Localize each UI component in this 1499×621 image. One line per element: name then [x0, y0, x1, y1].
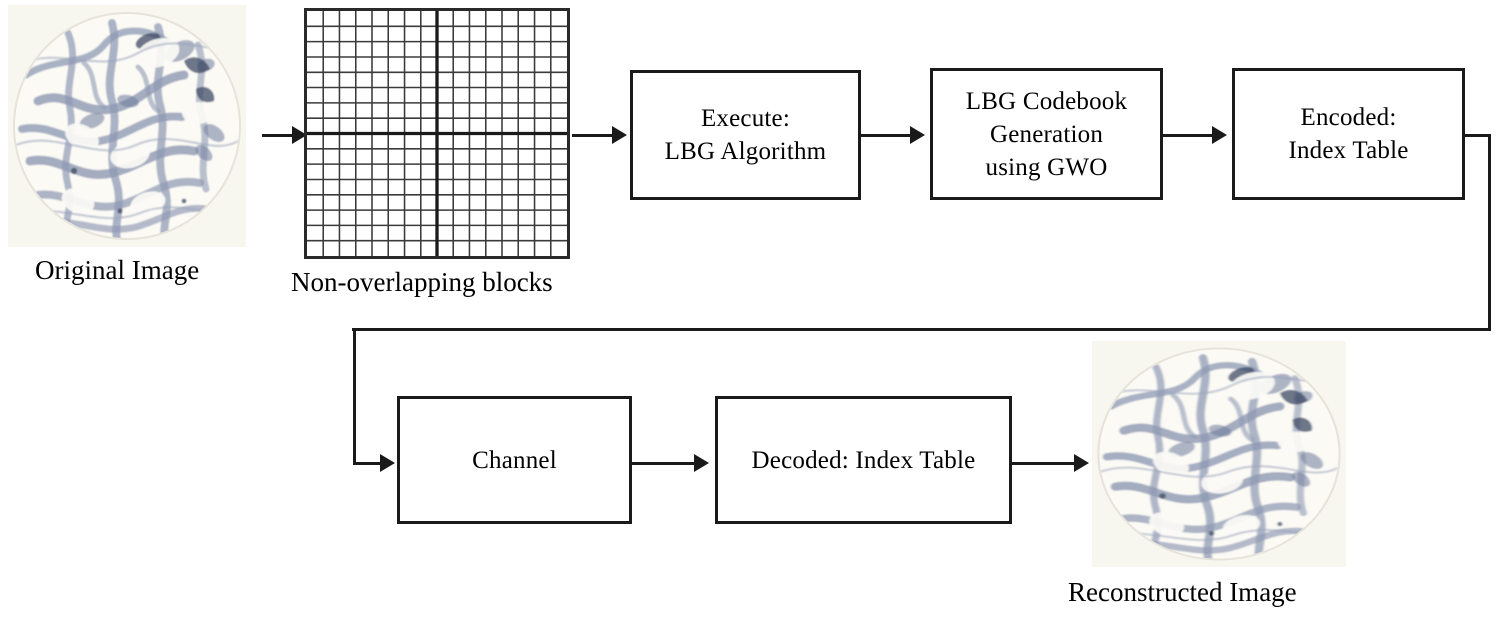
edge-encoded-to-channel-segment-down	[1488, 134, 1491, 330]
process-box-execute-lbg-label: Execute: LBG Algorithm	[664, 105, 827, 165]
edge-execute-to-codebook-arrowhead	[910, 126, 925, 144]
edge-channel-to-decoded	[632, 462, 694, 465]
process-box-execute-lbg[interactable]: Execute: LBG Algorithm	[630, 70, 861, 200]
reconstructed-image-figure	[1092, 341, 1346, 567]
non-overlapping-blocks-grid	[304, 8, 570, 259]
edge-channel-to-decoded-arrowhead	[694, 454, 709, 472]
edge-codebook-to-encoded	[1163, 134, 1212, 137]
process-box-decoded-index-table-label: Decoded: Index Table	[751, 446, 976, 474]
edge-original-to-blocks-arrowhead	[292, 126, 307, 144]
edge-encoded-to-channel-segment-in	[353, 462, 381, 465]
edge-decoded-to-reconstructed	[1012, 462, 1074, 465]
process-box-channel[interactable]: Channel	[397, 396, 632, 524]
process-box-decoded-index-table[interactable]: Decoded: Index Table	[715, 396, 1012, 524]
process-box-channel-label: Channel	[472, 446, 557, 474]
edge-blocks-to-execute	[572, 134, 612, 137]
edge-original-to-blocks	[262, 134, 294, 137]
original-image-figure	[8, 5, 246, 247]
edge-encoded-to-channel-segment-right	[1465, 134, 1491, 137]
edge-execute-to-codebook	[861, 134, 910, 137]
process-box-encoded-index-table[interactable]: Encoded: Index Table	[1232, 68, 1465, 200]
edge-encoded-to-channel-segment-left	[352, 328, 1491, 331]
process-box-codebook-generation[interactable]: LBG Codebook Generation using GWO	[930, 68, 1163, 200]
edge-codebook-to-encoded-arrowhead	[1212, 126, 1227, 144]
reconstructed-image-label: Reconstructed Image	[1068, 577, 1297, 607]
process-box-codebook-generation-label: LBG Codebook Generation using GWO	[965, 87, 1128, 181]
edge-blocks-to-execute-arrowhead	[612, 126, 627, 144]
process-box-encoded-index-table-label: Encoded: Index Table	[1288, 104, 1409, 164]
original-image-label: Original Image	[35, 255, 200, 285]
edge-encoded-to-channel-arrowhead	[380, 454, 395, 472]
edge-encoded-to-channel-segment-down2	[353, 328, 356, 464]
edge-decoded-to-reconstructed-arrowhead	[1074, 454, 1089, 472]
blocks-label: Non-overlapping blocks	[291, 267, 553, 297]
